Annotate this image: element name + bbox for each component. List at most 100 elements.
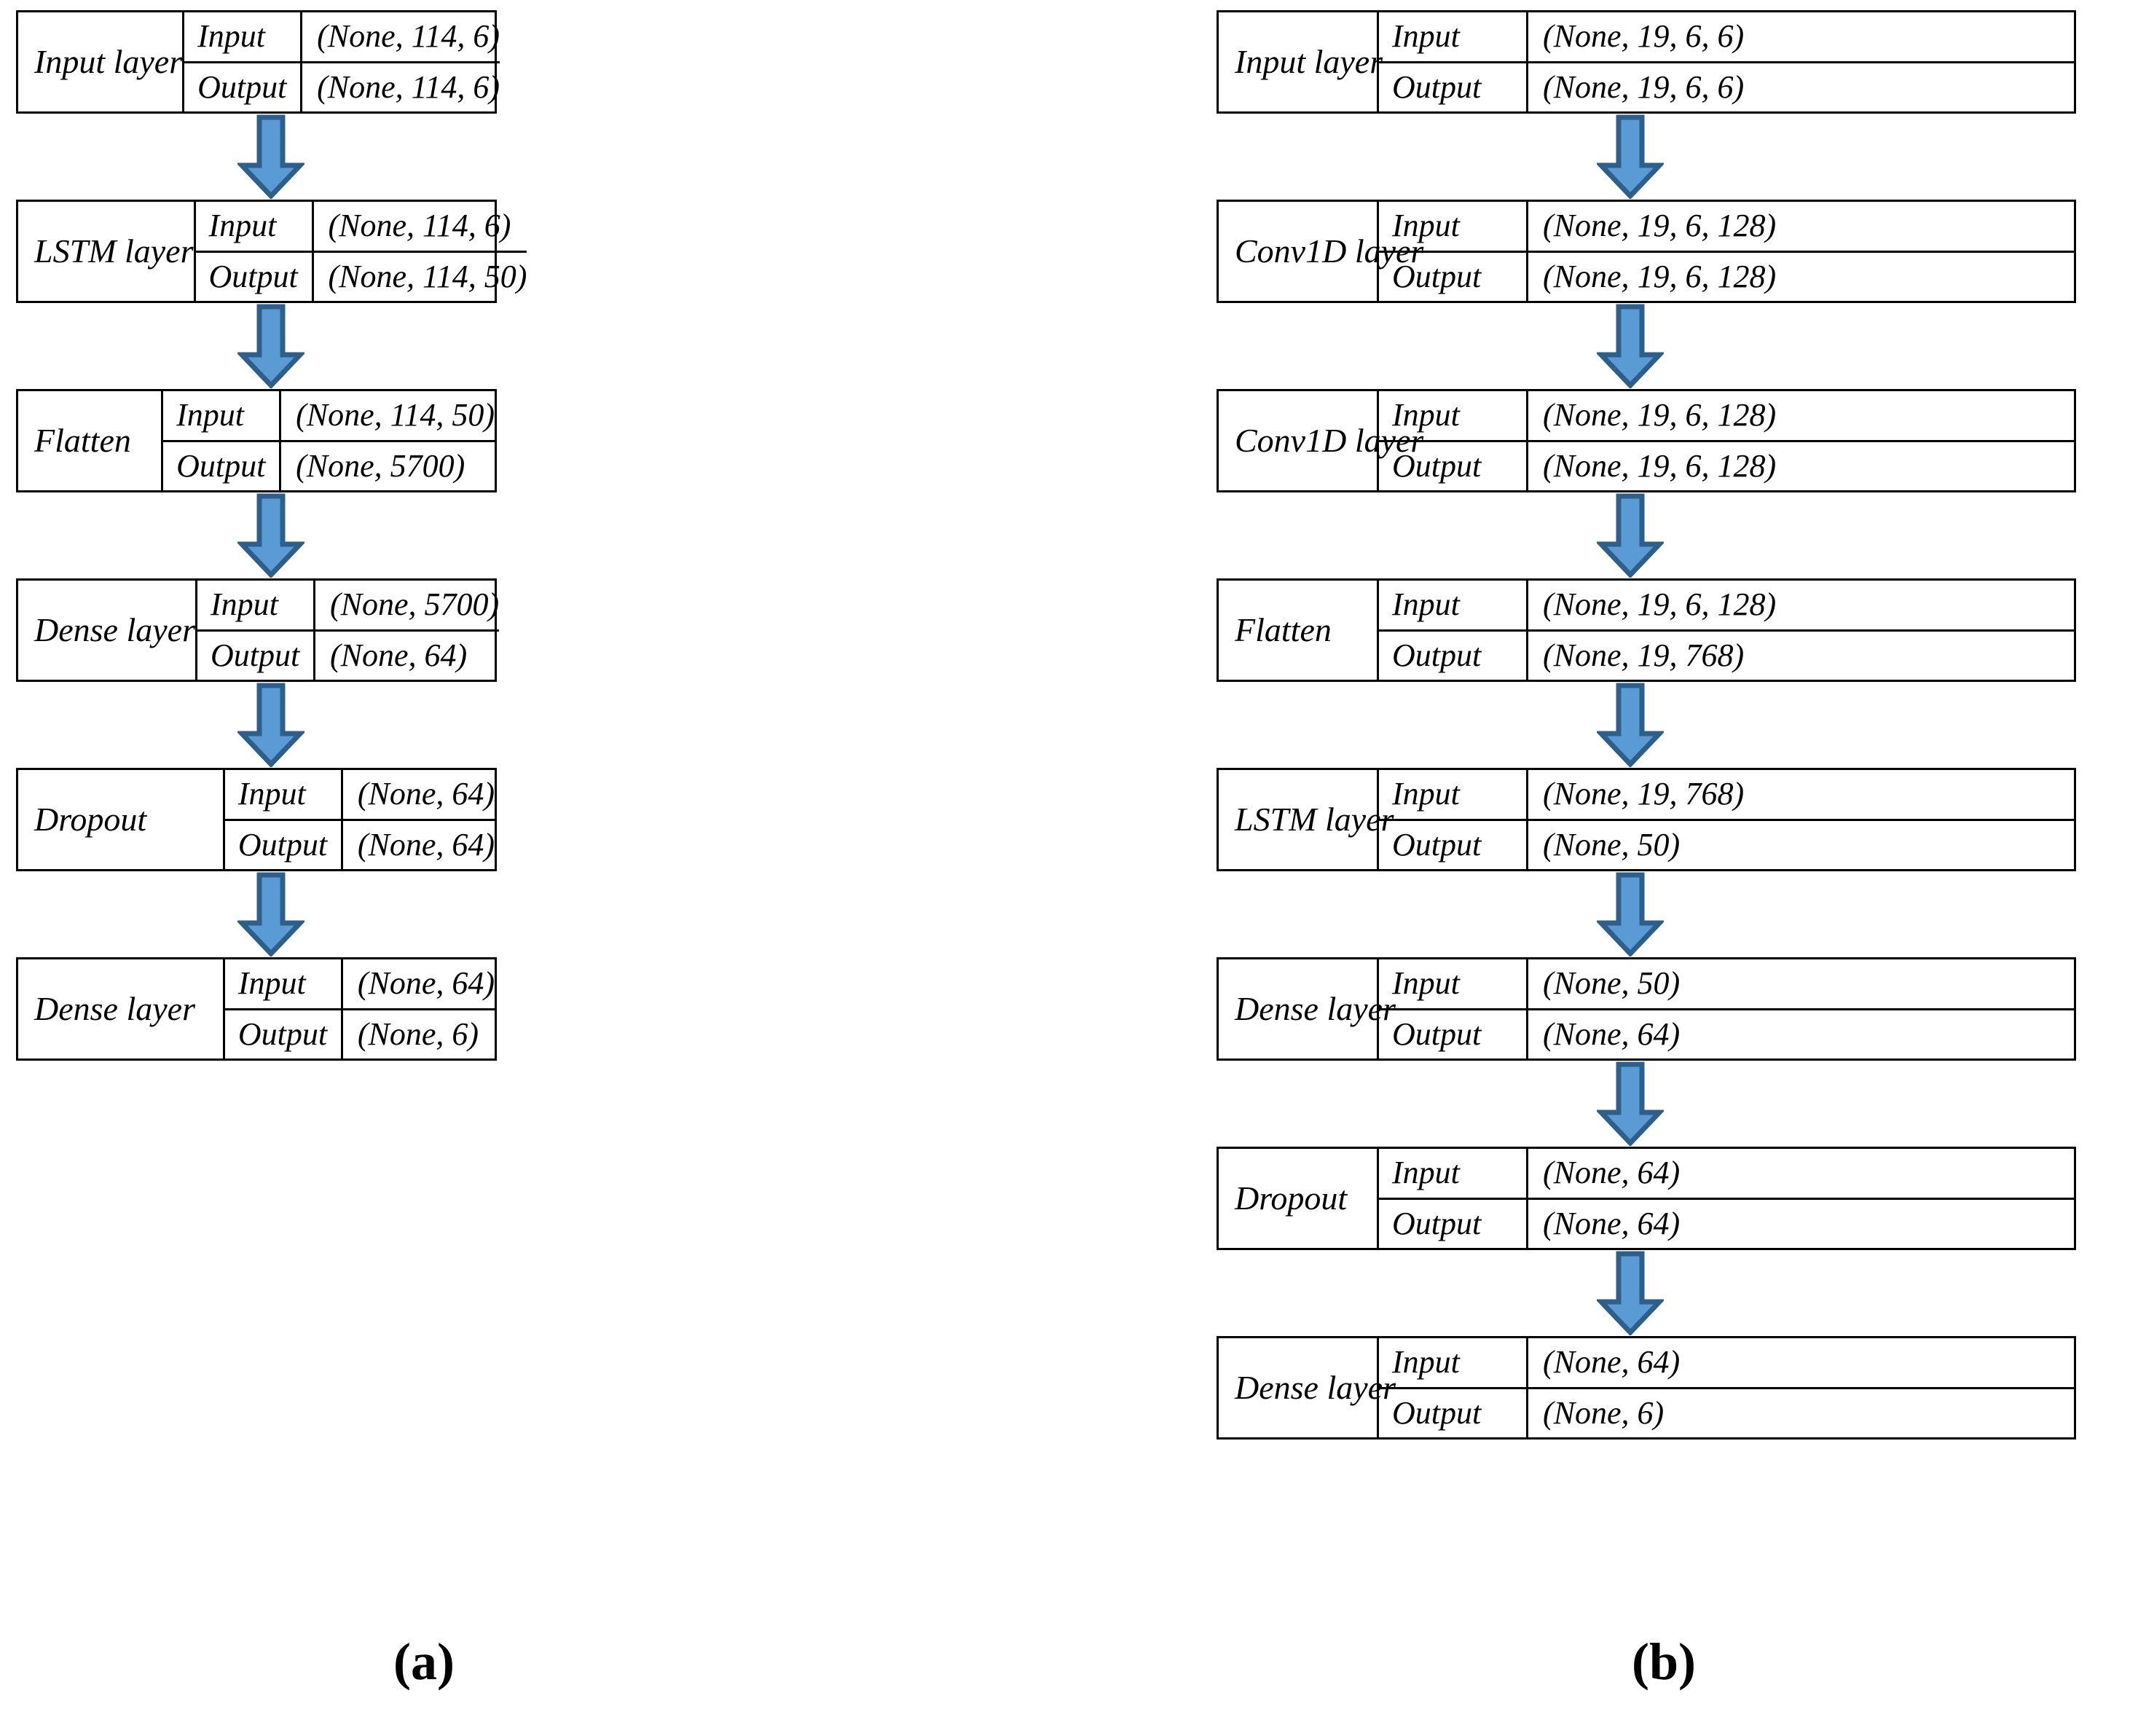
flow-arrow-down-icon: [16, 492, 497, 578]
flow-arrow-down-icon: [1217, 1250, 2076, 1336]
io-label-output: Output: [225, 820, 343, 869]
layer-io-column: Input(None, 64)Output (None, 64): [1379, 1149, 2074, 1248]
shape-value-output: (None, 19, 768): [1543, 637, 1745, 673]
flow-arrow-down-icon: [1217, 114, 2076, 200]
layer-output-row: Output (None, 64): [197, 629, 500, 680]
io-label-output: Output: [1379, 63, 1528, 111]
shape-value-output: (None, 19, 6, 128): [1543, 447, 1777, 484]
io-label-input: Input: [225, 959, 343, 1008]
io-label-output: Output: [197, 631, 315, 680]
layer-io-column: Input(None, 19, 6, 128)Output (None, 19, …: [1379, 581, 2074, 680]
layer-input-row: Input(None, 19, 6, 128): [1379, 581, 2074, 629]
layer-io-column: Input(None, 19, 768)Output(None, 50): [1379, 770, 2074, 869]
layer-name: Dense layer: [18, 959, 225, 1059]
layer-output-row: Output(None, 50): [1379, 818, 2074, 869]
io-label-input: Input: [163, 391, 282, 440]
layer-io-column: Input (None, 64)Output (None, 64): [224, 770, 495, 869]
layer-name: Dropout: [1219, 1149, 1379, 1248]
flow-arrow-down-icon: [1217, 682, 2076, 768]
flow-arrow-down-icon: [16, 303, 497, 389]
shape-value-input: (None, 50): [1543, 965, 1681, 1002]
layer-name: Dropout: [18, 770, 225, 869]
shape-value-input: (None, 64): [357, 965, 495, 1002]
layer-io-column: Input (None, 50) Output (None, 64): [1379, 959, 2074, 1059]
shape-value-output: (None, 19, 6, 6): [1543, 68, 1745, 105]
layer-output-row: Output(None, 6): [1379, 1386, 2074, 1437]
layer-name: Input layer: [1219, 12, 1383, 111]
shape-value-input: (None, 114, 6): [328, 208, 511, 244]
layer-output-row: Output (None, 19, 6, 128): [1379, 250, 2074, 301]
shape-value-input: (None, 5700): [329, 586, 500, 623]
layer-input-row: Input (None, 19, 6, 128): [1379, 202, 2074, 251]
shape-value-input: (None, 19, 6, 128): [1543, 586, 1777, 623]
layer-io-column: Input (None, 114, 6) Output (None, 114, 50): [195, 202, 527, 301]
shape-value-input: (None, 19, 6, 128): [1543, 208, 1777, 244]
layer-name: Dense layer: [1219, 959, 1396, 1059]
io-label-input: Input: [1379, 202, 1528, 251]
layer-input-row: Input (None, 5700): [197, 581, 499, 629]
shape-value-output: (None, 64): [329, 637, 468, 673]
layer-io-column: Input(None, 114, 50)Output(None, 5700): [163, 391, 495, 490]
io-label-input: Input: [1379, 959, 1528, 1008]
layer-input-row: Input(None, 19, 6, 128): [1379, 391, 2074, 440]
layer-output-row: Output (None, 64): [224, 818, 495, 869]
layer-io-column: Input (None, 64) Output (None, 6): [224, 959, 495, 1059]
io-label-input: Input: [1379, 1149, 1528, 1198]
layer-input-row: Input(None, 64): [1379, 1149, 2074, 1198]
io-label-output: Output: [184, 63, 303, 111]
layer-io-column: Input(None, 114, 6)Output(None, 114, 6): [184, 12, 500, 111]
layer-io-column: Input(None, 64)Output(None, 6): [1379, 1338, 2074, 1437]
layer-output-row: Output (None, 64): [1379, 1197, 2074, 1248]
layer-input-row: Input (None, 114, 6): [196, 202, 527, 251]
layer-name: Flatten: [18, 391, 164, 490]
shape-value-output: (None, 64): [1543, 1205, 1681, 1241]
layer-io-column: Input (None, 5700) Output (None, 64): [197, 581, 500, 680]
io-label-input: Input: [196, 202, 314, 251]
shape-value-output: (None, 64): [1543, 1016, 1681, 1052]
io-label-output: Output: [1379, 1199, 1528, 1248]
layer-input-row: Input (None, 64): [225, 959, 495, 1008]
io-label-output: Output: [1379, 441, 1528, 490]
io-label-output: Output: [1379, 631, 1528, 680]
flow-arrow-down-icon: [1217, 1061, 2076, 1147]
io-label-output: Output: [163, 441, 282, 490]
layer-io-column: Input(None, 19, 6, 128)Output (None, 19, …: [1379, 391, 2074, 490]
io-label-input: Input: [225, 770, 343, 819]
layer-output-row: Output (None, 6): [224, 1008, 495, 1059]
layer-input-row: Input (None, 114, 50): [163, 391, 495, 440]
layer-input-row: Input(None, 64): [1379, 1338, 2074, 1387]
io-label-output: Output: [196, 252, 314, 301]
flow-arrow-down-icon: [1217, 303, 2076, 389]
io-label-output: Output: [225, 1010, 343, 1059]
shape-value-input: (None, 64): [1543, 1344, 1681, 1380]
layer-io-column: Input (None, 19, 6, 128) Output (None, 19, …: [1379, 202, 2074, 301]
io-label-output: Output: [1379, 1010, 1528, 1059]
layer-output-row: Output (None, 19, 6, 128): [1379, 439, 2074, 490]
shape-value-output: (None, 114, 50): [328, 258, 527, 294]
layer-input-row: Input(None, 19, 6, 6): [1379, 12, 2074, 61]
layer-input-row: Input (None, 50): [1379, 959, 2074, 1008]
shape-value-input: (None, 114, 50): [296, 397, 495, 433]
shape-value-output: (None, 6): [1543, 1394, 1665, 1431]
shape-value-output: (None, 6): [357, 1016, 479, 1052]
layer-input-row: Input(None, 19, 768): [1379, 770, 2074, 819]
layer-output-row: Output (None, 64): [1379, 1008, 2074, 1059]
layer-name: Input layer: [18, 12, 185, 111]
flow-arrow-down-icon: [16, 114, 497, 200]
shape-value-output: (None, 19, 6, 128): [1543, 258, 1777, 294]
io-label-input: Input: [197, 581, 315, 629]
shape-value-input: (None, 114, 6): [317, 18, 500, 55]
io-label-input: Input: [1379, 391, 1528, 440]
shape-value-output: (None, 64): [357, 826, 495, 863]
io-label-output: Output: [1379, 252, 1528, 301]
